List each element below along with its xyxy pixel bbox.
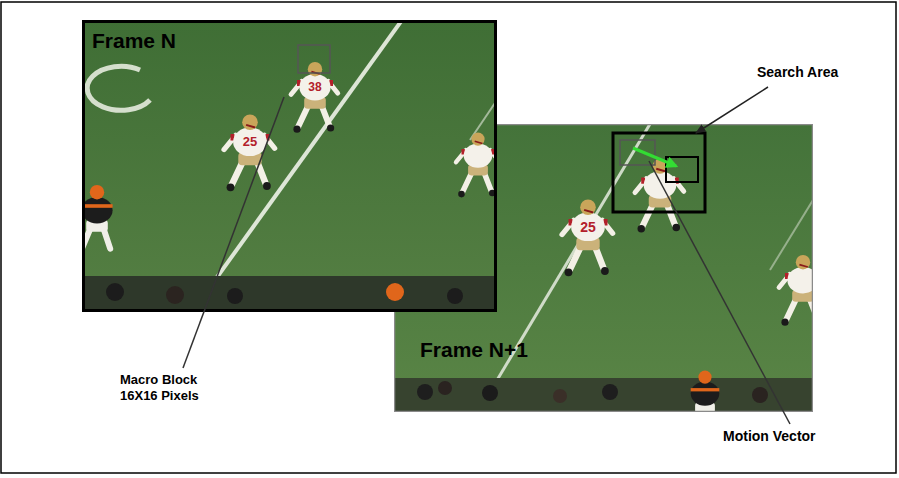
player-figure — [562, 200, 613, 277]
jersey-number: 25 — [243, 134, 257, 150]
crowd-head — [447, 288, 463, 304]
player-figure — [224, 115, 275, 192]
frame-border — [84, 22, 496, 311]
search-area-box — [613, 133, 705, 212]
matched-block — [666, 157, 698, 182]
field — [82, 20, 497, 312]
opponent-figure — [82, 185, 113, 250]
callout-label: Search Area — [757, 64, 838, 81]
crowd-head — [553, 389, 567, 403]
player-figure — [779, 255, 813, 326]
crowd-head — [386, 283, 404, 301]
leader-arrow — [696, 87, 768, 133]
leader-line — [183, 97, 284, 368]
crowd-head — [106, 283, 124, 301]
callout-label: Motion Vector — [723, 428, 816, 445]
callout-label: Macro Block 16X16 Pixels — [120, 372, 220, 403]
crowd-head — [602, 384, 618, 400]
motion-vector-arrow — [633, 148, 676, 166]
crowd-head — [482, 385, 498, 401]
macro-block-box — [298, 45, 330, 73]
field-logo — [87, 66, 150, 110]
crowd-head — [752, 387, 768, 403]
video-frame: Frame N — [82, 20, 497, 312]
leader-line — [649, 161, 790, 424]
yard-line — [192, 20, 402, 312]
crowd-head — [227, 288, 243, 304]
jersey-number: 25 — [580, 219, 596, 236]
crowd-head — [166, 286, 184, 304]
jersey-number: 38 — [308, 80, 321, 94]
crowd-head — [417, 384, 433, 400]
opponent-figure — [691, 371, 720, 413]
frame-n-photo — [82, 20, 497, 312]
player-figure — [456, 133, 497, 198]
crowd — [82, 276, 497, 312]
video-frame: Frame N+1 — [394, 124, 813, 412]
crowd — [394, 378, 813, 412]
yard-line — [478, 124, 650, 412]
player-figure — [635, 159, 684, 233]
crowd-head — [438, 381, 452, 395]
frame-label: Frame N — [92, 29, 176, 53]
frame-label: Frame N+1 — [420, 338, 528, 362]
